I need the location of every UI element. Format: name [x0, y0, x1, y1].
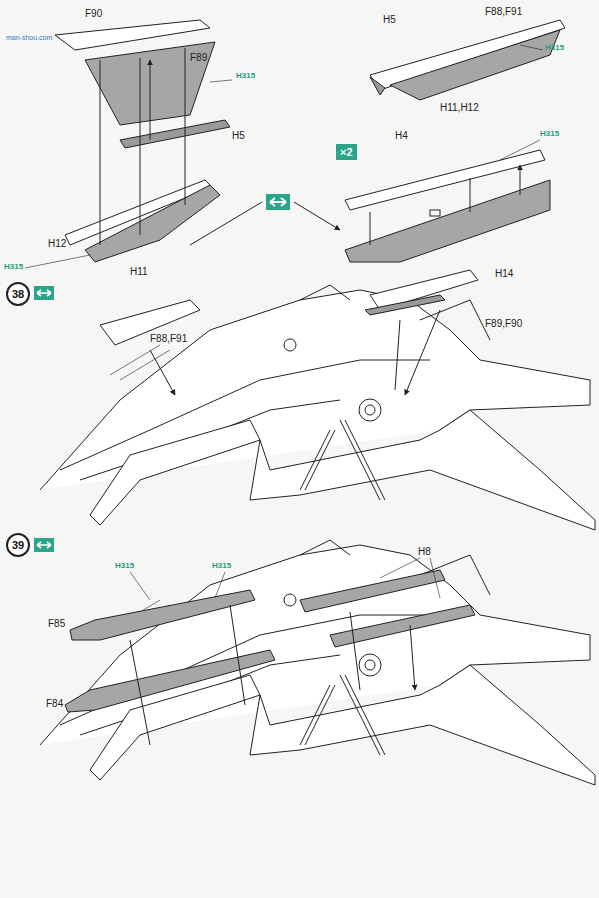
part-label: H5	[383, 14, 396, 25]
node-text: 38	[12, 288, 24, 300]
part-label: F90	[85, 8, 102, 19]
step-number: 38	[6, 282, 30, 306]
part-label: F88,F91	[485, 6, 522, 17]
step-number: 39	[6, 533, 30, 557]
part-label: H315	[236, 72, 255, 81]
part-label: H315	[545, 44, 564, 53]
part-label: F88,F91	[150, 333, 187, 344]
part-label: F89	[190, 52, 207, 63]
part-label: H12	[48, 238, 66, 249]
part-label: H11	[130, 266, 148, 277]
aircraft-step38	[40, 285, 595, 530]
aircraft-step39	[40, 540, 595, 785]
part-label: F85	[48, 618, 65, 629]
part-label: H14	[495, 268, 513, 279]
part-label: H315	[115, 562, 134, 571]
step38-pylons	[100, 270, 478, 395]
part-label: F89,F90	[485, 318, 522, 329]
node-text: ×2	[340, 146, 353, 158]
step39-rails	[65, 558, 475, 745]
part-label: H315	[4, 263, 23, 272]
part-label: H8	[418, 546, 431, 557]
part-label: H315	[540, 130, 559, 139]
quantity-box: ×2	[336, 144, 357, 160]
watermark: man-shou.com	[6, 34, 52, 42]
mirror-icons	[34, 194, 340, 552]
parts-left	[25, 20, 232, 268]
node-text: 39	[12, 539, 24, 551]
part-label: H315	[212, 562, 231, 571]
part-label: H4	[395, 130, 408, 141]
part-label: F84	[46, 698, 63, 709]
parts-right	[345, 20, 565, 262]
part-label: H11,H12	[440, 102, 479, 113]
part-label: H5	[232, 130, 245, 141]
